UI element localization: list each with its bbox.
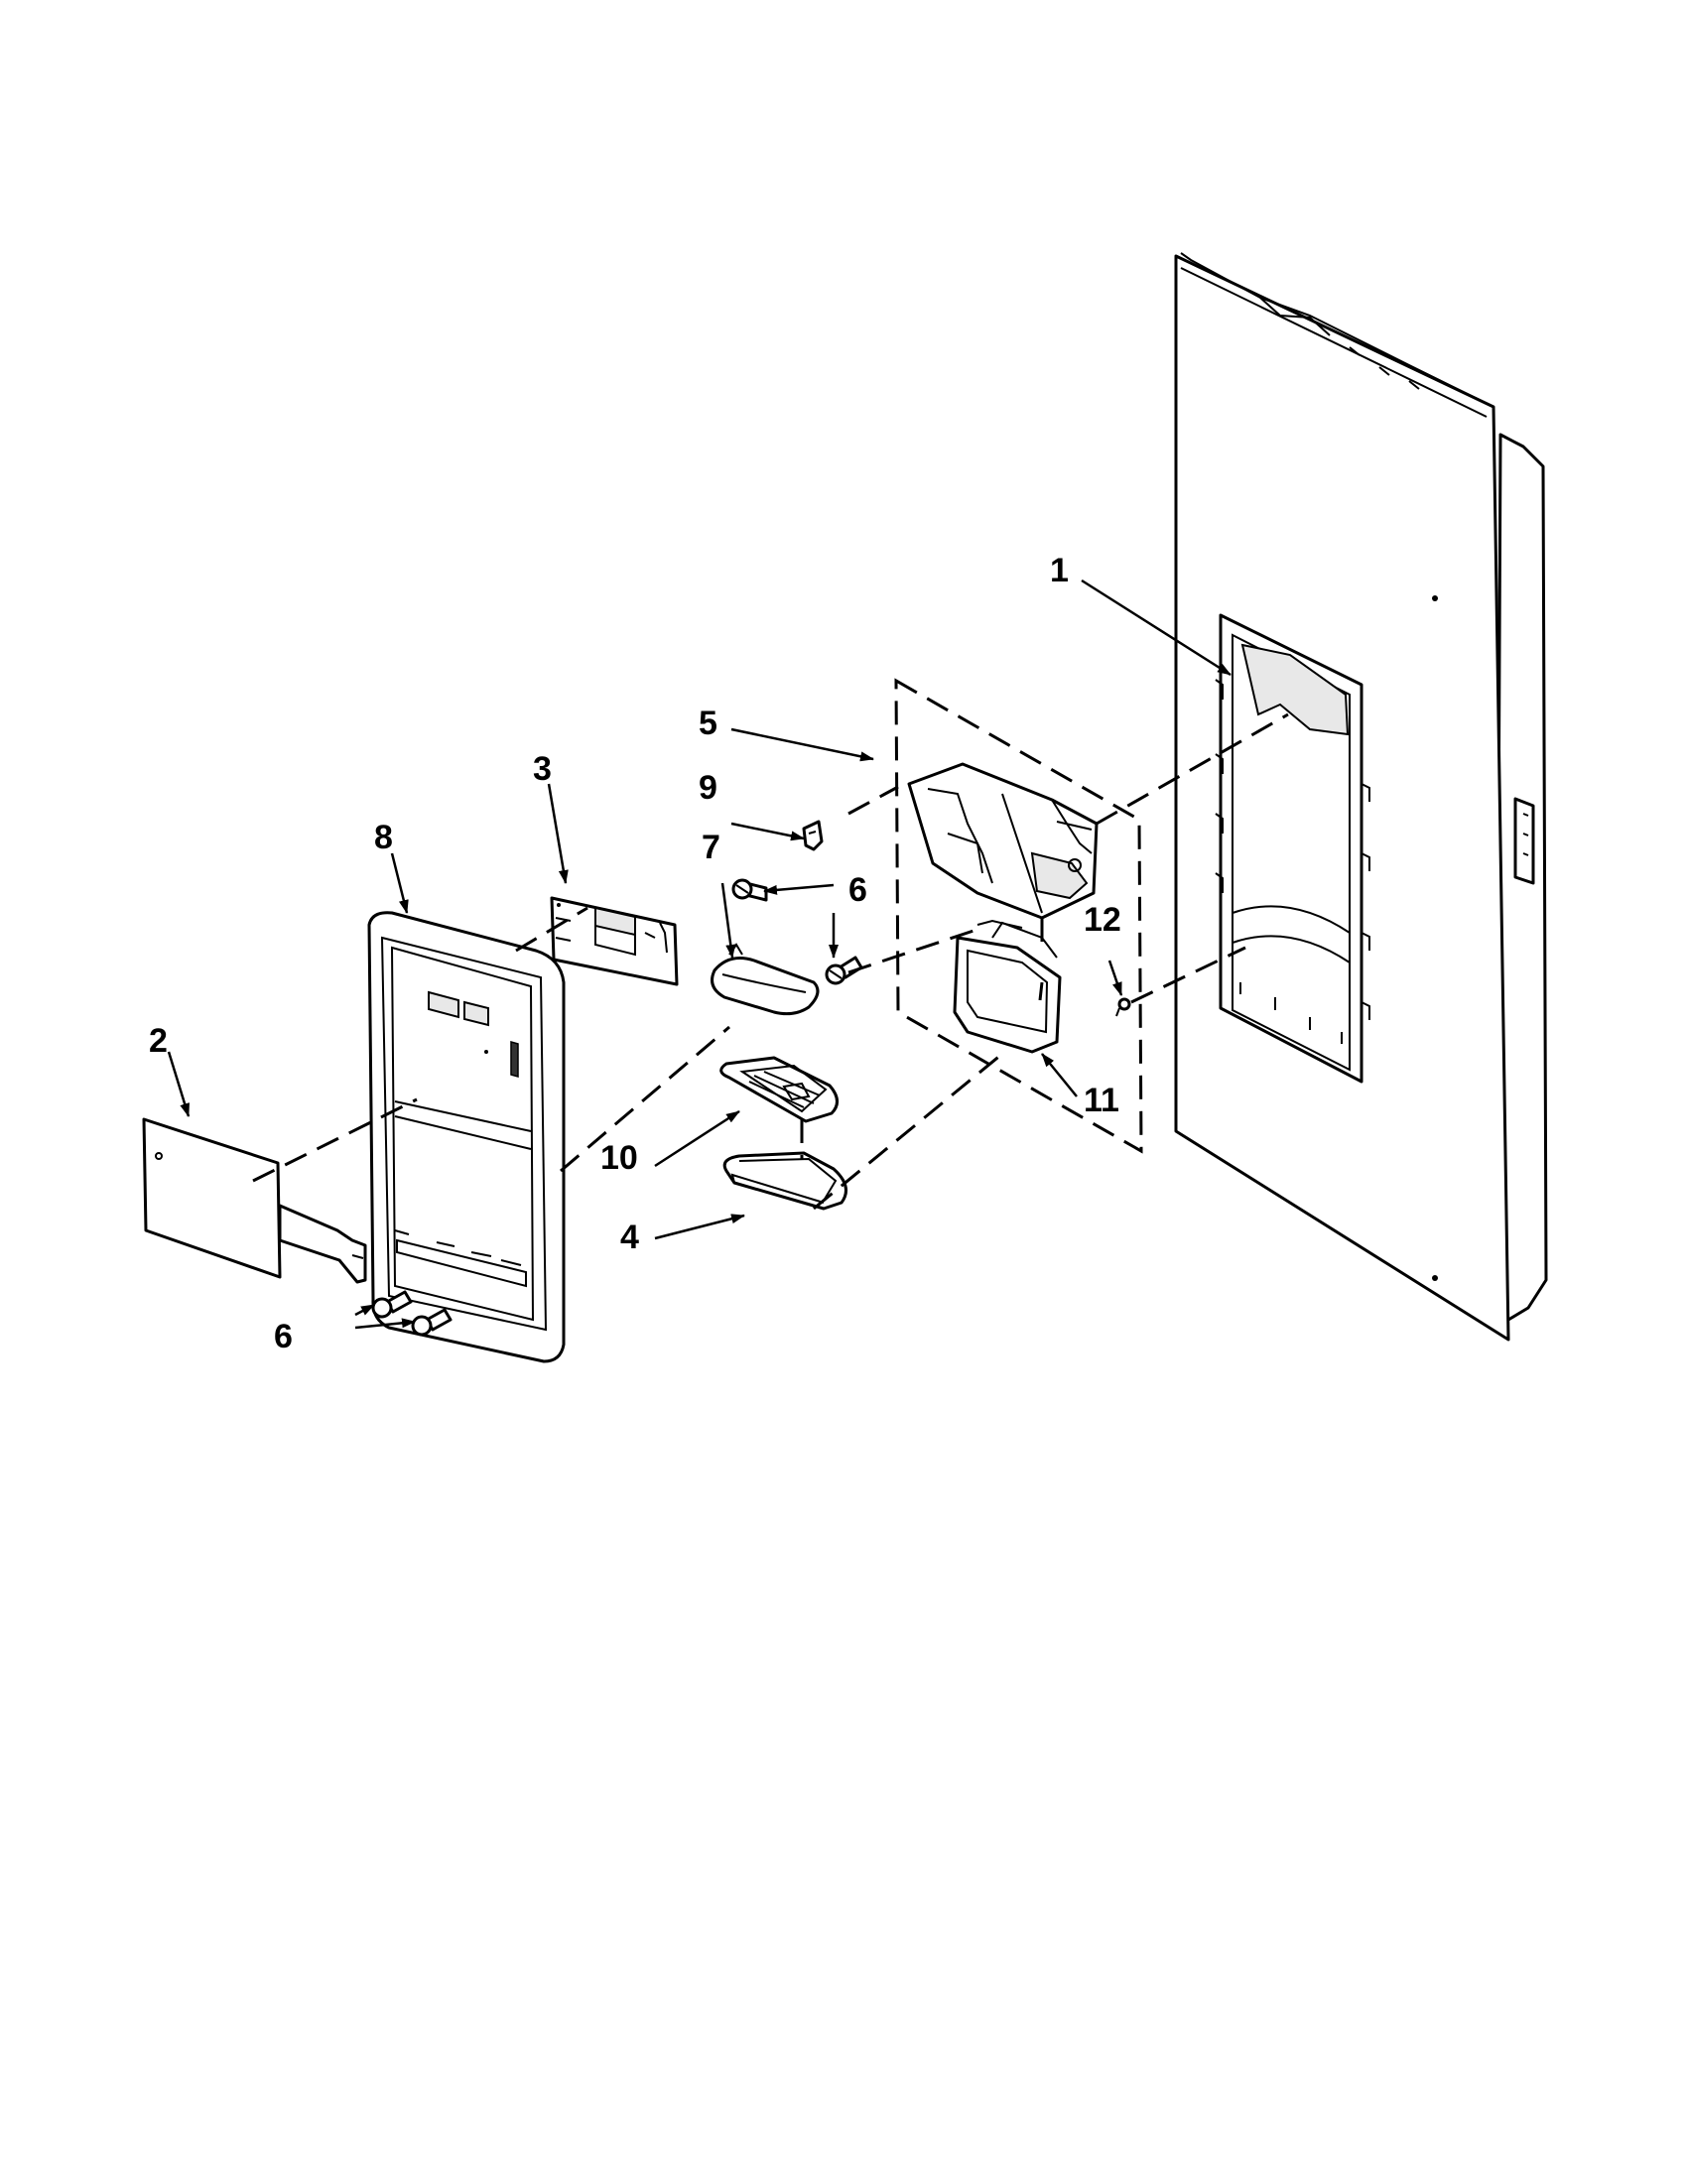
callout-labels: 1 2 3 4 5 6 6 6 7 8 9 10 11 12 [149,552,1121,1355]
lever-bracket [802,820,824,851]
screws [371,878,863,1337]
dispenser-assembly-boundary [894,678,1143,1154]
callout-6b: 6 [848,871,867,909]
dispenser-paddle [953,919,1062,1054]
callout-1: 1 [1050,552,1069,589]
callout-2: 2 [149,1022,168,1060]
alignment-lines [252,712,1289,1211]
refrigerator-door [1174,252,1548,1342]
callout-8: 8 [374,819,393,856]
light-lens [711,943,820,1016]
screw-upper-right [825,956,863,985]
cover-panel [142,1117,367,1284]
screw-lower-2 [411,1308,453,1337]
callout-10: 10 [600,1139,638,1177]
dispenser-housing [907,762,1099,920]
control-board [550,896,679,986]
callout-12: 12 [1084,901,1121,939]
drip-tray [722,1151,847,1211]
callout-11: 11 [1084,1082,1119,1119]
screw-upper-left [731,878,768,902]
dispenser-frame [367,911,566,1363]
callout-6c: 6 [274,1318,293,1355]
callout-5: 5 [699,705,717,742]
callout-7: 7 [702,829,720,866]
callout-3: 3 [533,750,552,788]
leader-lines [167,578,1232,1330]
callout-4: 4 [620,1219,639,1256]
drip-tray-grille [719,1056,839,1123]
spring-clip [1115,997,1131,1017]
callout-9: 9 [699,769,717,807]
